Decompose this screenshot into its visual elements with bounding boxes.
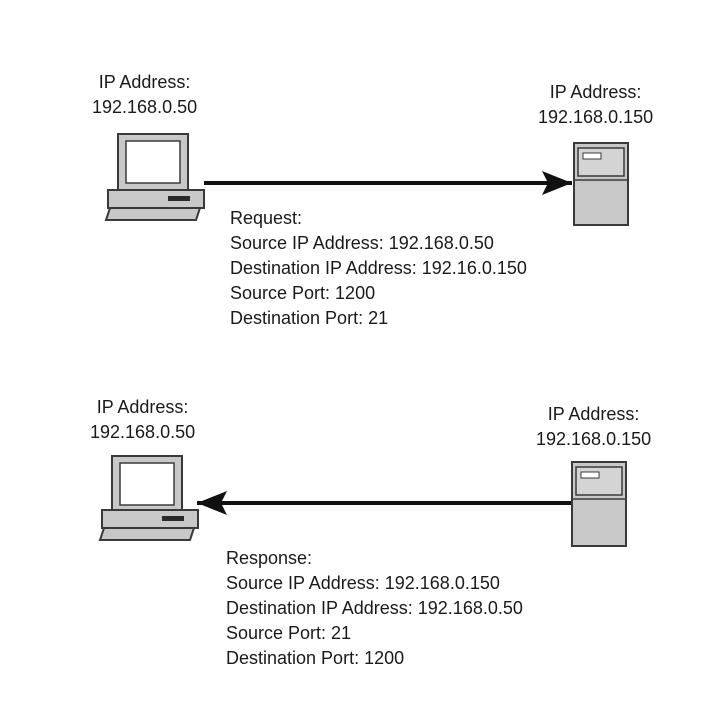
response-details: Response: Source IP Address: 192.168.0.1…	[226, 546, 523, 671]
client-address-caption: IP Address:	[98, 72, 191, 92]
client-ip: 192.168.0.50	[90, 422, 196, 442]
request-title: Request:	[230, 208, 303, 228]
response-destination-port: Destination Port: 1200	[226, 648, 405, 668]
request-destination-ip: Destination IP Address: 192.16.0.150	[230, 258, 527, 278]
client-address-caption: IP Address:	[96, 397, 189, 417]
client-address-label: IP Address: 192.168.0.50	[92, 70, 197, 120]
server-address-label: IP Address: 192.168.0.150	[536, 402, 651, 452]
client-ip: 192.168.0.50	[92, 97, 198, 117]
request-source-ip: Source IP Address: 192.168.0.50	[230, 233, 494, 253]
request-source-port: Source Port: 1200	[230, 283, 376, 303]
client-computer-icon	[98, 455, 199, 541]
response-destination-ip: Destination IP Address: 192.168.0.50	[226, 598, 523, 618]
request-destination-port: Destination Port: 21	[230, 308, 389, 328]
server-ip: 192.168.0.150	[538, 107, 654, 127]
server-address-caption: IP Address:	[547, 404, 640, 424]
request-details: Request: Source IP Address: 192.168.0.50…	[230, 206, 527, 331]
server-address-label: IP Address: 192.168.0.150	[538, 80, 653, 130]
server-icon	[571, 461, 627, 547]
response-title: Response:	[226, 548, 313, 568]
server-ip: 192.168.0.150	[536, 429, 652, 449]
response-source-port: Source Port: 21	[226, 623, 352, 643]
server-icon	[573, 142, 629, 226]
server-address-caption: IP Address:	[549, 82, 642, 102]
client-computer-icon	[104, 133, 205, 221]
response-source-ip: Source IP Address: 192.168.0.150	[226, 573, 500, 593]
client-address-label: IP Address: 192.168.0.50	[90, 395, 195, 445]
